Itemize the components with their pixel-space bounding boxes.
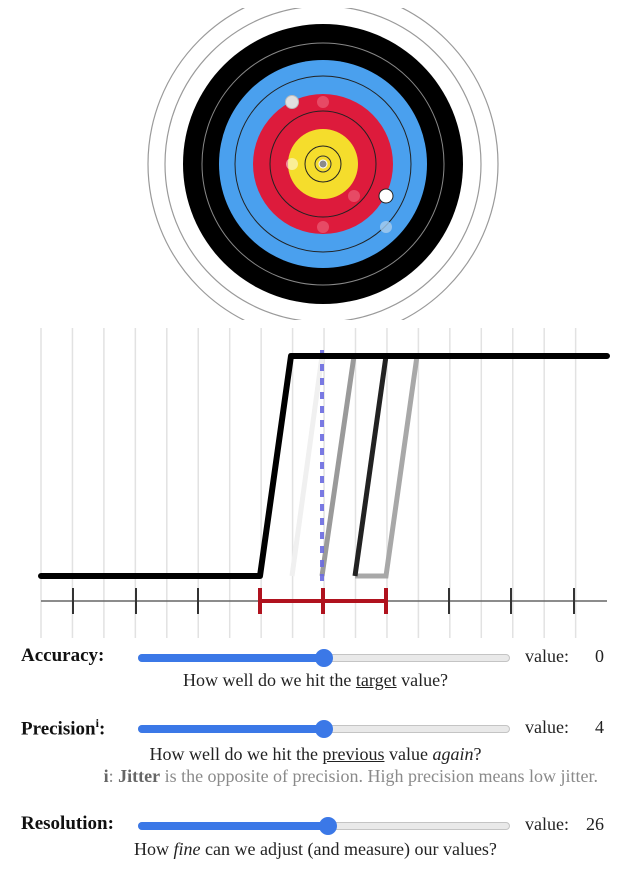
accuracy-slider[interactable] <box>138 649 510 667</box>
target-bullseye <box>314 155 332 173</box>
resolution-label: Resolution: <box>21 813 114 834</box>
resolution-slider-thumb[interactable] <box>318 817 337 835</box>
jitter-note: i: Jitter is the opposite of precision. … <box>103 766 598 786</box>
precision-slider-fill <box>138 725 324 733</box>
resolution-slider[interactable] <box>138 817 510 835</box>
accuracy-slider-fill <box>138 654 324 662</box>
accuracy-row: Accuracy: value: 0 <box>0 642 631 672</box>
accuracy-value-label: value: <box>525 646 569 666</box>
precision-description: How well do we hit the previous value ag… <box>149 744 482 764</box>
target-term: target <box>355 670 397 690</box>
accuracy-description: How well do we hit the target value? <box>182 670 449 690</box>
hit-marker-faded <box>380 221 392 233</box>
axis-ticks <box>72 588 575 614</box>
signal-trace-mid <box>319 353 384 577</box>
resolution-slider-fill <box>138 822 328 830</box>
precision-label: Precisioni: <box>21 716 106 740</box>
archery-target <box>147 8 499 320</box>
hit-marker-faded <box>348 190 360 202</box>
hit-marker-faded <box>317 221 329 233</box>
accuracy-label: Accuracy: <box>21 645 105 666</box>
grid-lines <box>40 328 577 638</box>
target-center-dot <box>318 159 328 169</box>
precision-value: 4 <box>595 717 604 737</box>
precision-slider-thumb[interactable] <box>315 720 333 738</box>
hit-marker-faded <box>286 158 298 170</box>
resolution-description: How fine can we adjust (and measure) our… <box>134 839 497 859</box>
target-outer-ring <box>164 8 482 320</box>
precision-row: Precisioni: value: 4 <box>0 713 631 743</box>
signal-trace-current <box>352 355 389 577</box>
hit-marker-faded <box>317 96 329 108</box>
target-outer-ring <box>147 8 499 320</box>
resolution-value: 26 <box>586 814 604 834</box>
hit-marker <box>285 95 299 109</box>
precision-range-bar <box>258 588 388 614</box>
signal-trace-main <box>38 353 610 579</box>
resolution-row: Resolution: value: 26 <box>0 810 631 840</box>
target-black-ring-inner-line <box>201 42 445 286</box>
hit-marker-current <box>378 188 394 204</box>
target-gold-ring-line <box>304 145 342 183</box>
target-red-ring-line <box>269 110 377 218</box>
info-superscript: i <box>95 716 99 730</box>
accuracy-slider-thumb[interactable] <box>315 649 333 667</box>
precision-value-label: value: <box>525 717 569 737</box>
accuracy-value: 0 <box>595 646 604 666</box>
target-blue-ring-line <box>234 75 412 253</box>
precision-slider[interactable] <box>138 720 510 738</box>
previous-term: previous <box>322 744 385 764</box>
resolution-value-label: value: <box>525 814 569 834</box>
signal-plot <box>38 328 610 638</box>
